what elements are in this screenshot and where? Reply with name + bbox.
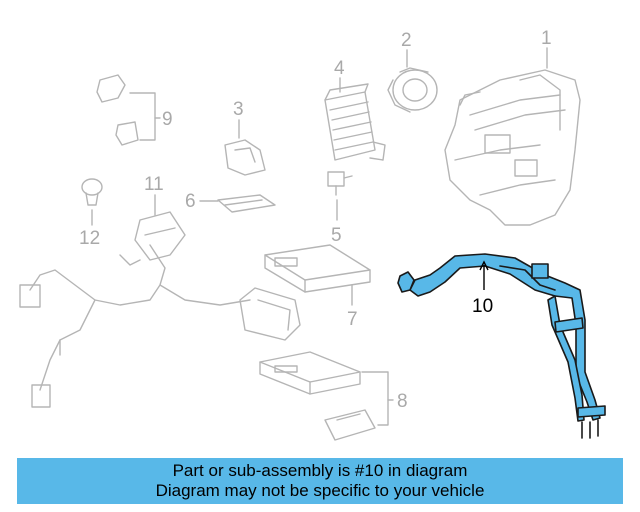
info-banner: Part or sub-assembly is #10 in diagram D…: [17, 458, 623, 504]
heater-core-part: [324, 83, 386, 161]
banner-line-2: Diagram may not be specific to your vehi…: [155, 481, 485, 500]
callout-9: 9: [162, 109, 173, 130]
callout-7: 7: [347, 309, 358, 330]
grommet-part: [81, 178, 103, 206]
callout-6: 6: [185, 191, 196, 212]
callout-2: 2: [401, 30, 412, 51]
blower-motor-part: [387, 67, 438, 113]
callout-10: 10: [472, 296, 494, 317]
sensor-part: [327, 171, 353, 196]
callout-1: 1: [541, 28, 552, 49]
filter-part: [259, 351, 376, 441]
wiring-harness-part: [19, 211, 251, 408]
callout-5: 5: [331, 225, 342, 246]
parts-diagram: [19, 47, 606, 441]
callout-11: 11: [144, 174, 164, 195]
hvac-housing-part: [444, 69, 581, 226]
callout-8: 8: [397, 391, 408, 412]
callout-3: 3: [233, 99, 244, 120]
connector-part: [239, 287, 301, 341]
actuator-part: [224, 139, 266, 176]
bracket-part: [217, 194, 276, 213]
clip-parts: [96, 74, 139, 146]
duct-part: [264, 244, 371, 293]
banner-line-1: Part or sub-assembly is #10 in diagram: [172, 461, 468, 480]
callout-12: 12: [79, 228, 101, 249]
ac-line-assembly-highlighted: [397, 253, 606, 439]
callout-4: 4: [334, 58, 345, 79]
